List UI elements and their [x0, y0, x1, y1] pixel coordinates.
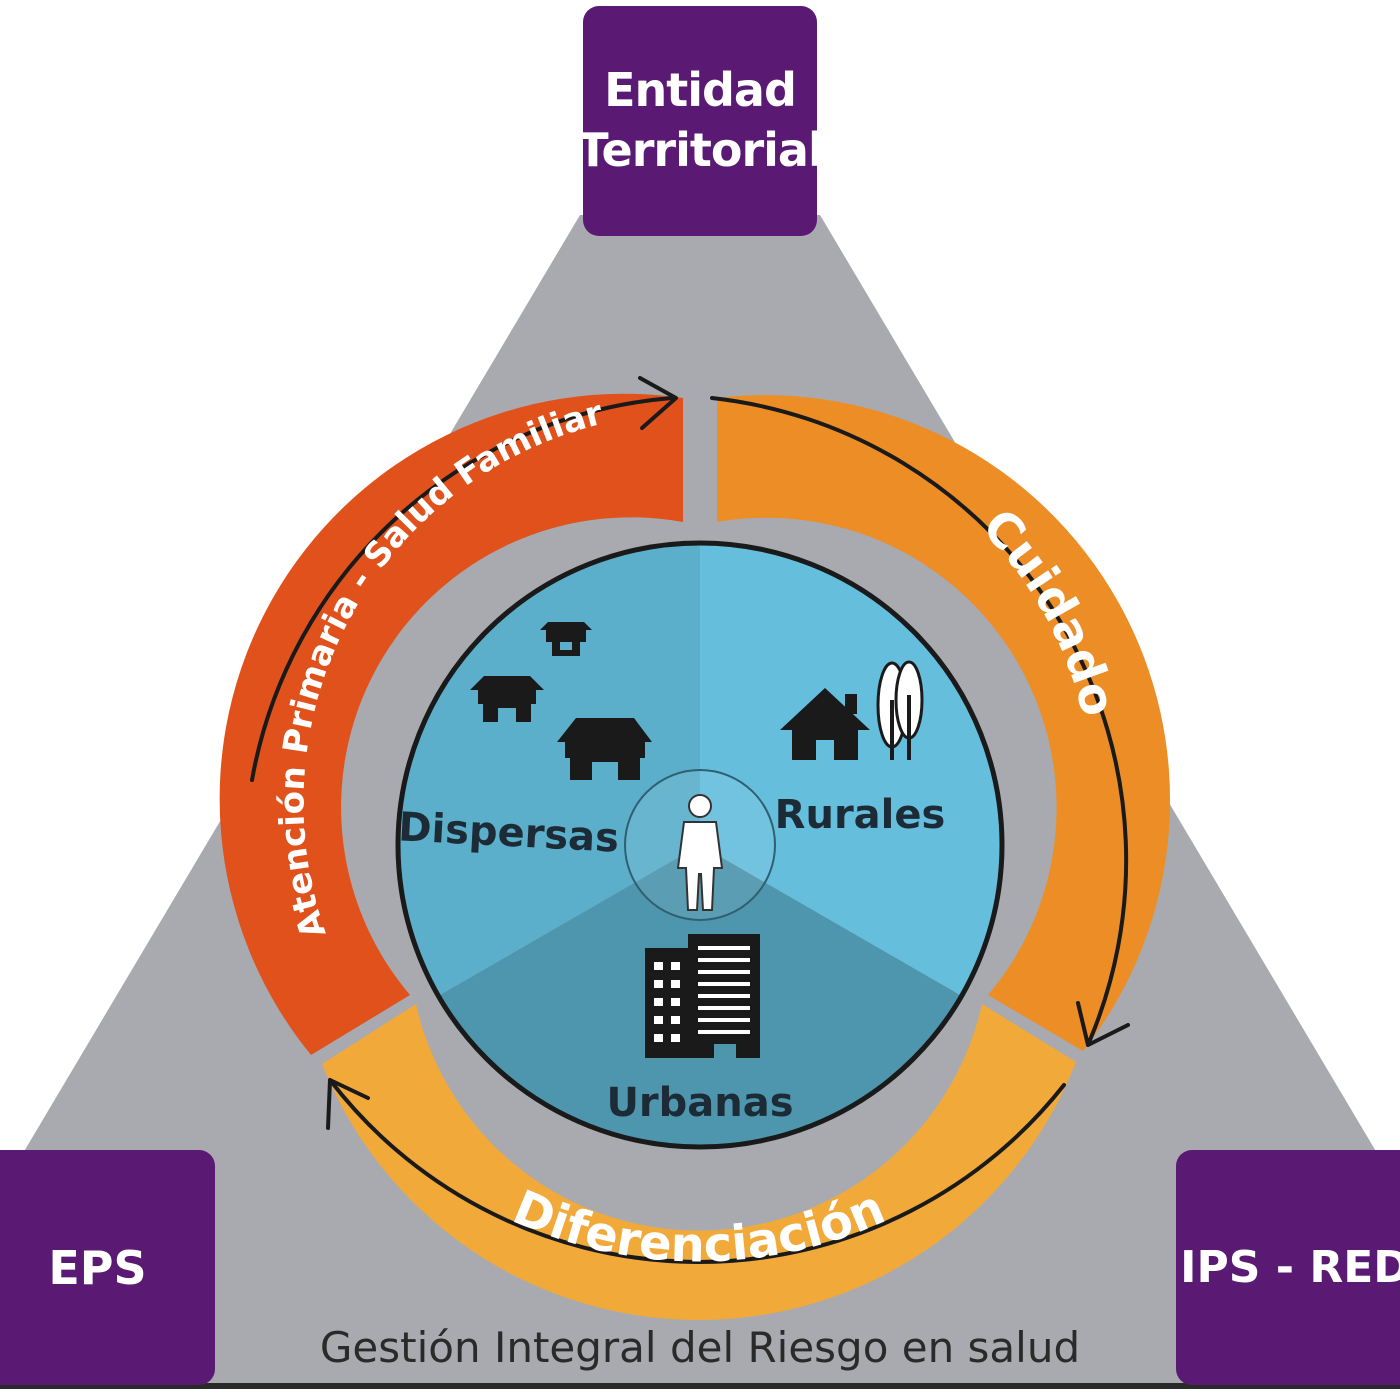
- house-icon: [470, 676, 544, 722]
- house-icon: [540, 622, 592, 656]
- zone-label-rurales: Rurales: [775, 792, 946, 838]
- cycle-arrow-icon: [710, 396, 1130, 1047]
- cycle-arrow-icon: [326, 1078, 1066, 1264]
- node-entidad-territorial: Entidad Territorial: [577, 6, 824, 236]
- inner-circle-outline: [395, 540, 1005, 1150]
- node-entidad-line-2: Territorial: [577, 123, 823, 177]
- node-eps: EPS: [0, 1150, 215, 1385]
- zone-label-urbanas: Urbanas: [606, 1080, 793, 1126]
- cycle-arrow-icon: [250, 376, 678, 782]
- rural-house-icon: [780, 688, 870, 760]
- base-label: Gestión Integral del Riesgo en salud: [320, 1323, 1080, 1372]
- building-icon: [645, 934, 760, 1058]
- tree-icon: [894, 660, 924, 760]
- person-icon: [676, 794, 724, 911]
- node-entidad-line-1: Entidad: [604, 63, 797, 118]
- zone-dispersas: [399, 544, 700, 995]
- zone-rurales: [700, 544, 1001, 995]
- house-icon: [557, 718, 652, 780]
- node-ips-label: IPS - RED: [1180, 1242, 1400, 1293]
- ring-segment-diferenciacion: [322, 1004, 1076, 1321]
- ring-segment-cuidado: [717, 395, 1171, 1051]
- node-eps-label: EPS: [48, 1240, 147, 1295]
- node-ips-red: IPS - RED: [1176, 1150, 1400, 1385]
- ring-segment-atencion: [219, 393, 683, 1056]
